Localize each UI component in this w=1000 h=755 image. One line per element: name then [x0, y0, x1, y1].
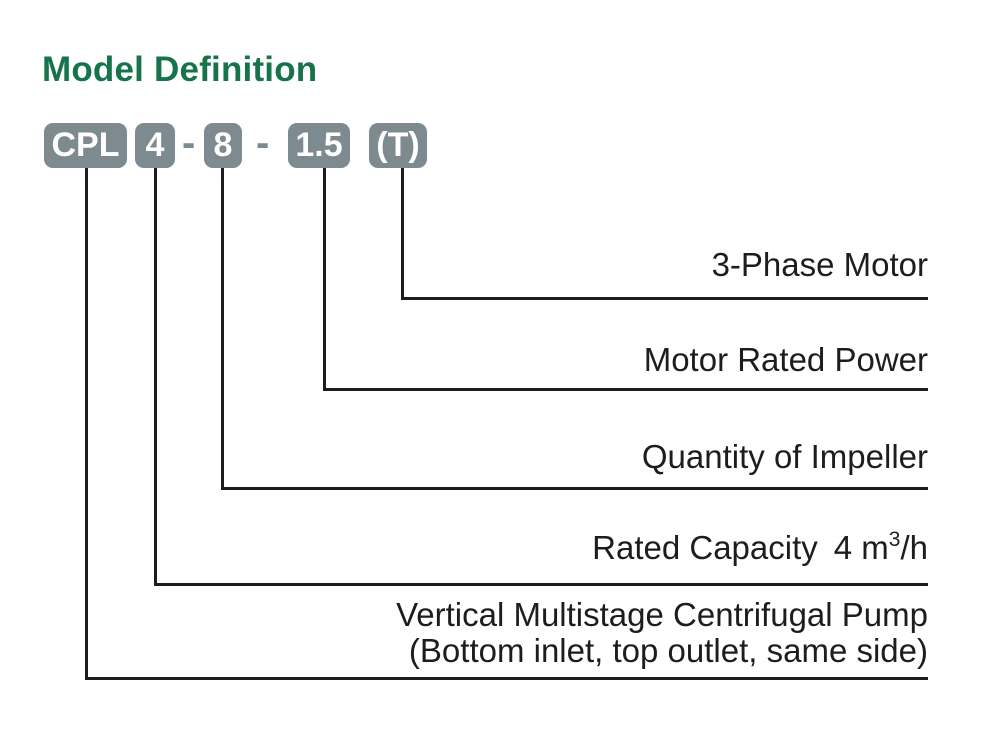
- connector-vline-impellers: [221, 168, 224, 490]
- capacity-value-superscript: 3: [888, 528, 901, 551]
- model-code-box-impellers: 8: [204, 123, 242, 168]
- connector-vline-power: [323, 168, 326, 391]
- page-title: Model Definition: [42, 50, 318, 89]
- model-code-box-series: CPL: [44, 123, 127, 168]
- connector-hline-impellers: [221, 487, 928, 490]
- separator-dash: -: [256, 121, 270, 165]
- connector-vline-phase: [401, 168, 404, 300]
- series-label-line2: (Bottom inlet, top outlet, same side): [408, 632, 928, 669]
- callout-label-phase: 3-Phase Motor: [711, 246, 928, 283]
- connector-vline-series: [85, 168, 88, 680]
- model-code-box-phase: (T): [369, 123, 427, 168]
- model-code-box-power: 1.5: [288, 123, 350, 168]
- connector-hline-power: [323, 388, 928, 391]
- model-code-box-capacity: 4: [135, 123, 175, 168]
- connector-hline-series: [85, 677, 928, 680]
- capacity-value-unit: /h: [900, 529, 928, 566]
- connector-vline-capacity: [154, 168, 157, 586]
- series-label-line1: Vertical Multistage Centrifugal Pump: [396, 596, 928, 633]
- capacity-label-text: Rated Capacity: [592, 529, 818, 566]
- callout-label-capacity: Rated Capacity 4 m3/h: [592, 528, 928, 571]
- callout-label-impellers: Quantity of Impeller: [641, 438, 928, 475]
- separator-dash: -: [182, 121, 196, 165]
- callout-label-series: Vertical Multistage Centrifugal Pump (Bo…: [396, 597, 928, 669]
- capacity-value-text: 4 m: [833, 529, 889, 566]
- connector-hline-capacity: [154, 583, 928, 586]
- connector-hline-phase: [401, 297, 928, 300]
- callout-label-power: Motor Rated Power: [643, 341, 928, 378]
